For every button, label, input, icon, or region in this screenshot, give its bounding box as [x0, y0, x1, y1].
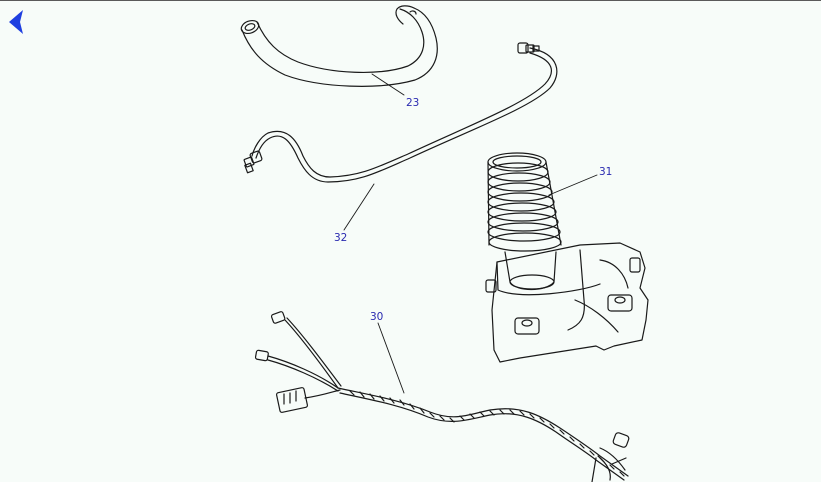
callout-23[interactable]: 23: [406, 97, 419, 109]
callout-30[interactable]: 30: [370, 311, 383, 323]
callout-32[interactable]: 32: [334, 232, 347, 244]
part-31-bellows-boot[interactable]: [485, 152, 649, 363]
leader-lines: [343, 73, 598, 394]
back-button[interactable]: [4, 8, 28, 36]
top-border: [0, 0, 821, 1]
callout-31[interactable]: 31: [599, 166, 612, 178]
part-30-wiring-harness[interactable]: [254, 311, 630, 482]
chevron-left-icon: [9, 10, 23, 34]
part-32-pipe[interactable]: [243, 42, 558, 183]
part-23-hose[interactable]: [239, 5, 438, 87]
